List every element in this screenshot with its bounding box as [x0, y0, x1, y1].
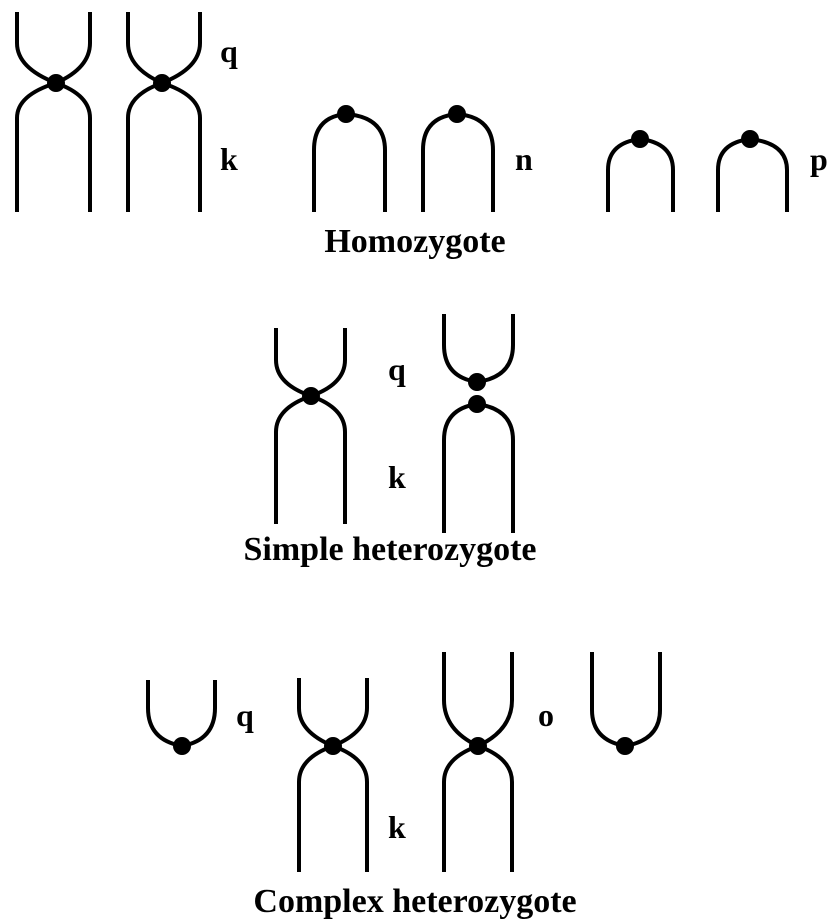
chromosome-qk-1: [15, 12, 92, 212]
chromosome-arm-q: [15, 12, 92, 86]
chromosome-arm-p: [606, 136, 675, 212]
centromere: [337, 105, 355, 123]
simple-heterozygote-panel: q k Simple heterozygote: [243, 314, 537, 568]
arm-label-q: q: [388, 351, 406, 387]
arm-label-p: p: [810, 141, 828, 177]
chromosome-arm-n: [312, 111, 387, 212]
arm-label-n: n: [515, 141, 533, 177]
arm-label-k: k: [388, 459, 406, 495]
caption-simple-heterozygote: Simple heterozygote: [243, 531, 536, 568]
chromosome-qk: [274, 328, 347, 524]
chromosome-p-2: [716, 130, 789, 212]
chromosome-arm-k: [126, 80, 202, 212]
caption-complex-heterozygote: Complex heterozygote: [253, 883, 576, 920]
arm-label-k: k: [220, 141, 238, 177]
centromere: [47, 74, 65, 92]
centromere: [448, 105, 466, 123]
chromosome-arm-k: [442, 401, 515, 533]
caption-homozygote: Homozygote: [324, 223, 505, 260]
arm-label-q: q: [236, 697, 254, 733]
chromosome-o-telocentric: [590, 652, 662, 755]
chromosome-q-telocentric: [442, 314, 515, 391]
chromosome-arm-k: [442, 743, 514, 872]
chromosome-ko: [442, 652, 514, 872]
centromere: [469, 737, 487, 755]
chromosome-arm-q: [274, 328, 347, 399]
chromosome-k-telocentric: [442, 395, 515, 533]
arm-label-q: q: [220, 33, 238, 69]
centromere: [153, 74, 171, 92]
arm-label-k: k: [388, 809, 406, 845]
chromosome-arm-k: [274, 393, 347, 524]
chromosome-arm-q: [126, 12, 202, 86]
chromosome-q-telocentric: [146, 680, 217, 755]
chromosome-n-1: [312, 105, 387, 212]
centromere: [616, 737, 634, 755]
chromosome-arm-q: [297, 678, 369, 749]
chromosome-n-2: [421, 105, 495, 212]
chromosome-arm-n: [421, 111, 495, 212]
centromere: [173, 737, 191, 755]
centromere: [468, 373, 486, 391]
chromosome-arm-k: [297, 743, 369, 872]
centromere: [741, 130, 759, 148]
chromosome-p-1: [606, 130, 675, 212]
centromere: [631, 130, 649, 148]
chromosome-arm-p: [716, 136, 789, 212]
centromere: [324, 737, 342, 755]
chromosome-arm-q: [146, 680, 217, 749]
centromere: [302, 387, 320, 405]
homozygote-panel: q k n p Homozygote: [15, 12, 828, 260]
chromosome-arm-o: [590, 652, 662, 749]
chromosome-arm-q: [442, 314, 515, 385]
chromosome-qk-2: [126, 12, 202, 212]
chromosome-arm-o: [442, 652, 514, 749]
chromosome-qk: [297, 678, 369, 872]
complex-heterozygote-panel: q k o Complex heterozygote: [146, 652, 662, 920]
centromere: [468, 395, 486, 413]
chromosome-arm-k: [15, 80, 92, 212]
arm-label-o: o: [538, 697, 554, 733]
